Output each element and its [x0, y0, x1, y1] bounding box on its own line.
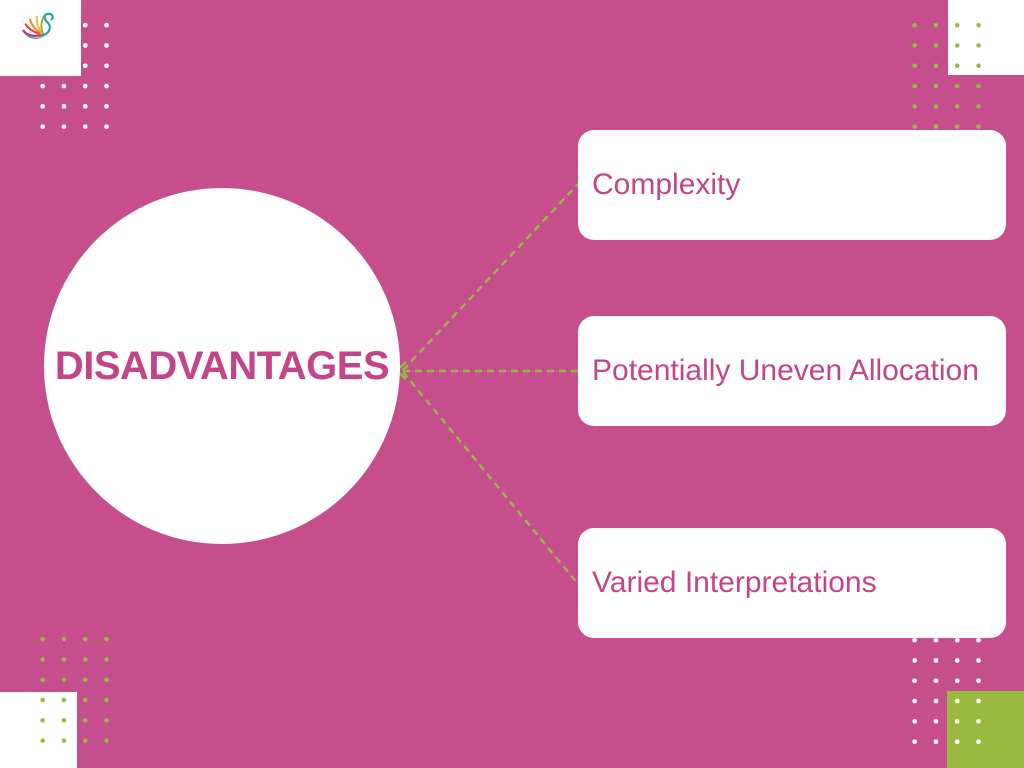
dot-grid-top-right [904, 15, 990, 137]
branch-label: Potentially Uneven Allocation [592, 354, 979, 387]
topic-circle: DISADVANTAGES [44, 188, 400, 544]
branch-label: Complexity [592, 168, 741, 201]
branch-card-complexity: Complexity [578, 130, 1006, 240]
slide-title: DISADVANTAGES [54, 343, 390, 388]
dot-grid-bottom-right [904, 630, 990, 752]
dot-grid-bottom-left [32, 629, 118, 751]
corner-panel-top-left [0, 0, 81, 76]
connector-line-bottom [402, 371, 579, 585]
branch-label: Varied Interpretations [592, 566, 877, 599]
branch-card-uneven-allocation: Potentially Uneven Allocation [578, 316, 1006, 426]
swan-logo-icon [22, 12, 54, 39]
connector-line-top [402, 183, 579, 371]
branch-card-varied-interpretations: Varied Interpretations [578, 528, 1006, 638]
